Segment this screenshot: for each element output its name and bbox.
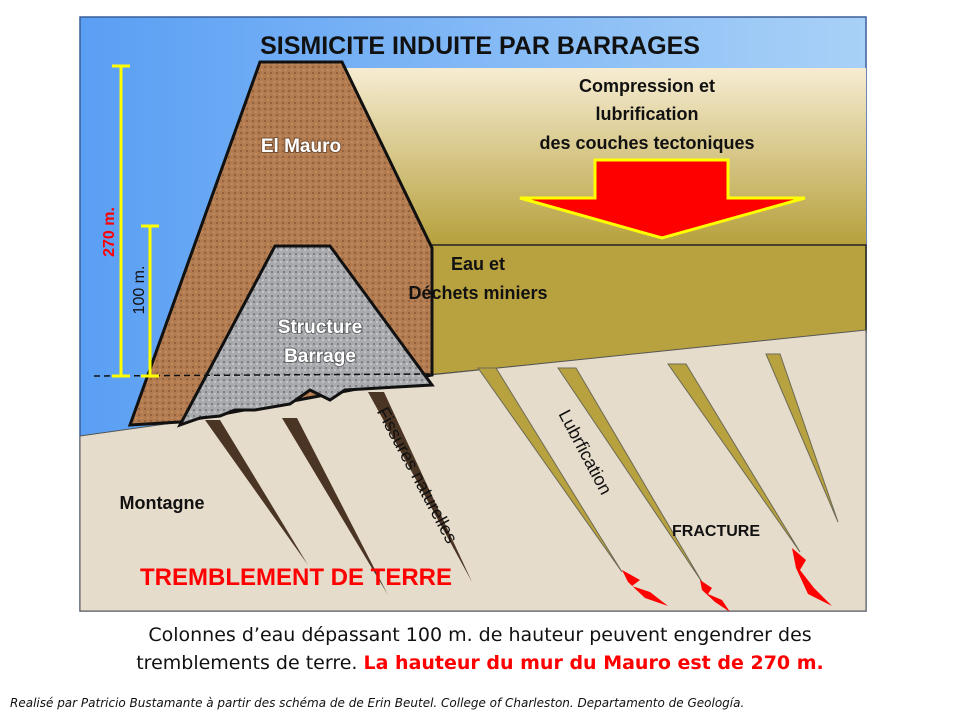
credit-line: Realisé par Patricio Bustamante à partir…: [10, 696, 745, 710]
caption-line-1: Colonnes d’eau dépassant 100 m. de haute…: [148, 624, 812, 646]
fracture-label: FRACTURE: [672, 523, 760, 540]
compression-label-2: lubrification: [596, 104, 699, 124]
height-270-label: 270 m.: [101, 207, 118, 257]
measure-270: [112, 64, 130, 378]
structure-label-1: Structure: [278, 317, 362, 338]
title: SISMICITE INDUITE PAR BARRAGES: [260, 32, 700, 60]
structure-label-2: Barrage: [284, 346, 356, 367]
compression-label-3: des couches tectoniques: [539, 133, 754, 153]
lubricated-fissures: [477, 353, 839, 583]
fracture-marks: [622, 548, 832, 612]
height-100-label: 100 m.: [131, 266, 148, 315]
earthquake-label: TREMBLEMENT DE TERRE: [140, 564, 452, 591]
compression-arrow: [519, 158, 806, 240]
caption-normal: tremblements de terre.: [136, 652, 364, 674]
mountain-label: Montagne: [120, 493, 205, 513]
measure-100: [141, 224, 159, 378]
compression-label-1: Compression et: [579, 76, 715, 96]
water-label-2: Déchets miniers: [408, 283, 547, 303]
el-mauro-label: El Mauro: [261, 136, 341, 157]
structure-barrage: [176, 244, 435, 428]
caption-highlight: La hauteur du mur du Mauro est de 270 m.: [363, 652, 824, 674]
water-label-1: Eau et: [451, 254, 505, 274]
natural-fissures: [205, 392, 472, 595]
caption-line-2: tremblements de terre. La hauteur du mur…: [0, 652, 960, 674]
base-dashed-line: [93, 373, 431, 377]
